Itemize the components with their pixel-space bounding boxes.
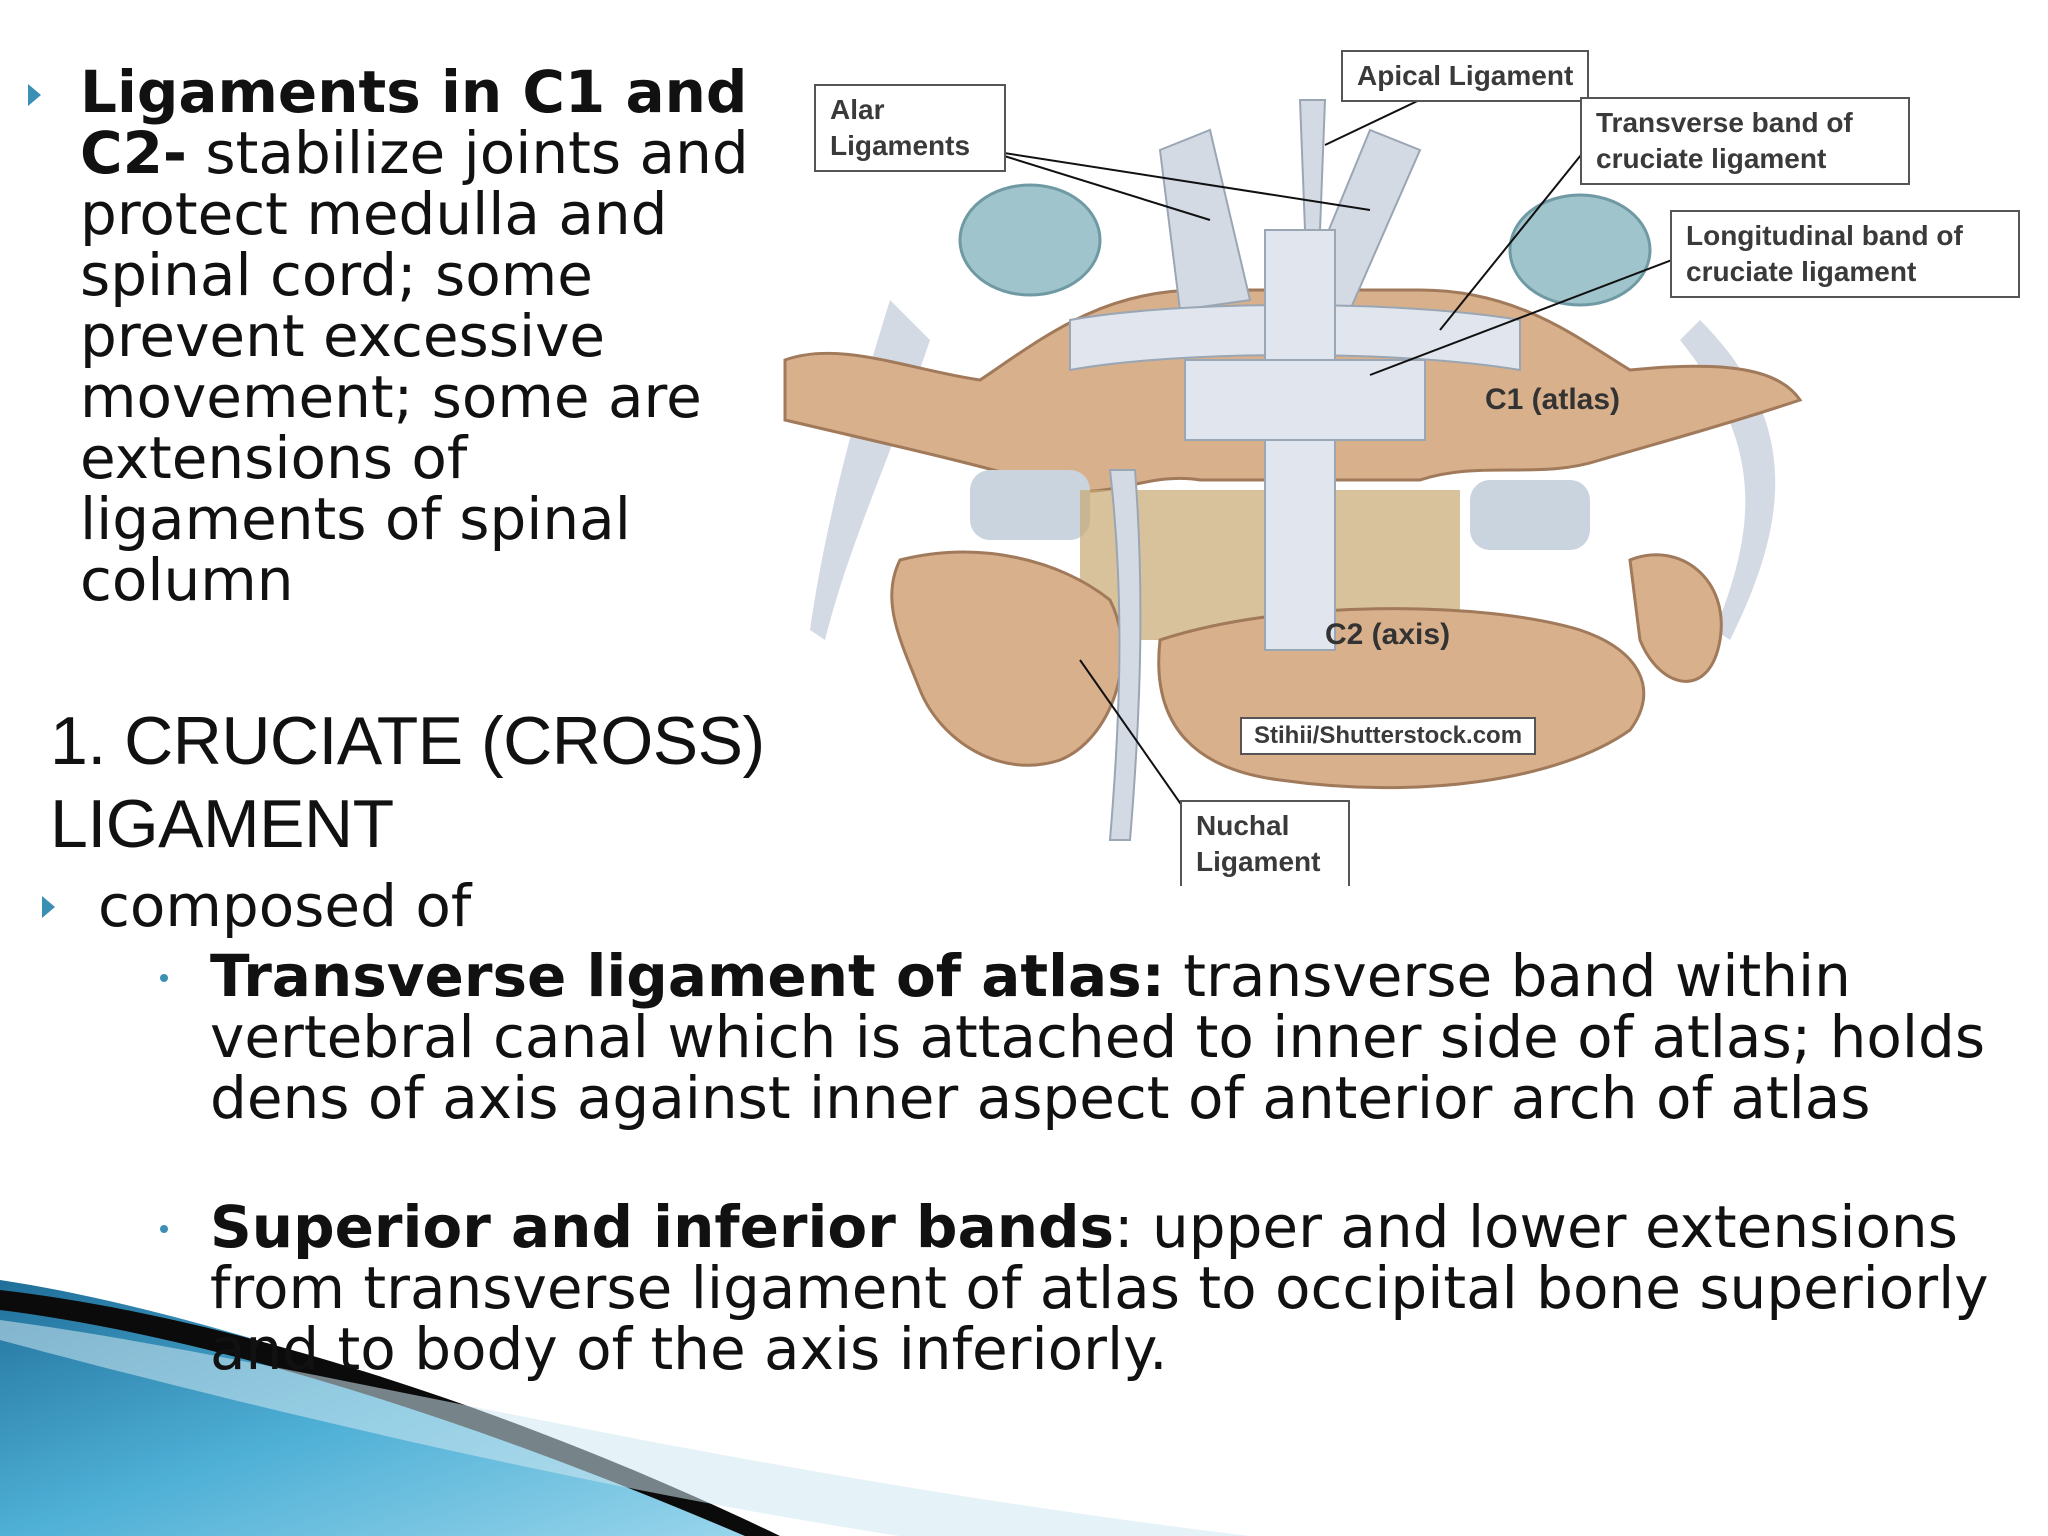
label-transverse-band: Transverse band of cruciate ligament: [1580, 97, 1910, 185]
label-c2-axis: C2 (axis): [1325, 618, 1451, 651]
bullet-arrow-icon: [42, 896, 55, 918]
intro-bullet: Ligaments in C1 and C2- stabilize joints…: [28, 62, 768, 611]
decorative-swoosh: [0, 1280, 1250, 1536]
label-longitudinal-band: Longitudinal band of cruciate ligament: [1670, 210, 2020, 298]
sub-bullet-transverse: Transverse ligament of atlas: transverse…: [160, 946, 2010, 1129]
label-c1-atlas: C1 (atlas): [1485, 383, 1621, 416]
label-nuchal: Nuchal Ligament: [1180, 800, 1350, 886]
section-heading: 1. CRUCIATE (CROSS) LIGAMENT: [50, 700, 790, 866]
composed-bullet: composed of: [42, 876, 742, 936]
heading-line-2: LIGAMENT: [50, 786, 394, 862]
heading-line-1: 1. CRUCIATE (CROSS): [50, 703, 765, 779]
image-credit: Stihii/Shutterstock.com: [1240, 717, 1537, 755]
intro-bold: Ligaments in C1 and C2-: [80, 58, 748, 187]
intro-text: Ligaments in C1 and C2- stabilize joints…: [80, 62, 768, 611]
bullet-dot-icon: [160, 1225, 168, 1233]
sub-bullet-bands: Superior and inferior bands: upper and l…: [160, 1197, 2010, 1380]
ligament-illustration: Alar Ligaments Apical Ligament Transvers…: [780, 40, 2030, 910]
sub-bullet-text: Transverse ligament of atlas: transverse…: [210, 946, 2010, 1129]
composed-text: composed of: [98, 872, 472, 940]
intro-rest: stabilize joints and protect medulla and…: [80, 119, 749, 614]
sub-bullet-bold: Transverse ligament of atlas:: [210, 942, 1165, 1010]
sub-bullet-rest: : upper and lower extensions from transv…: [210, 1193, 1989, 1383]
sub-bullet-bold: Superior and inferior bands: [210, 1193, 1115, 1261]
label-alar: Alar Ligaments: [814, 84, 1006, 172]
sub-bullet-text: Superior and inferior bands: upper and l…: [210, 1197, 2010, 1380]
sub-bullet-rest: transverse band within vertebral canal w…: [210, 942, 1986, 1132]
label-apical: Apical Ligament: [1341, 50, 1590, 102]
bullet-dot-icon: [160, 974, 168, 982]
bullet-arrow-icon: [28, 84, 41, 106]
